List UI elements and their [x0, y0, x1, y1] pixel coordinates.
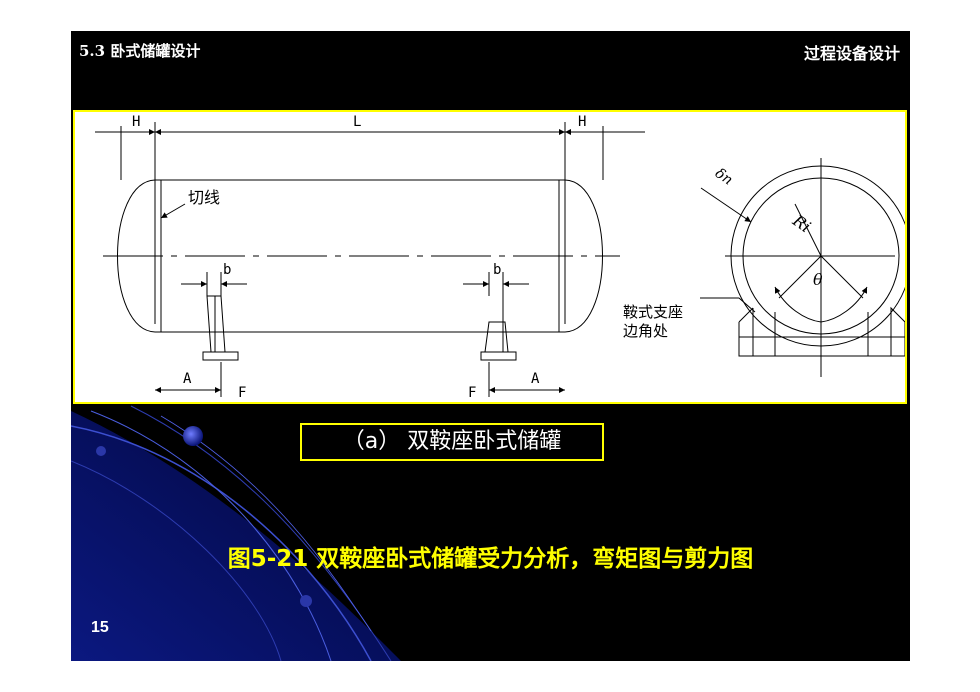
- tangent-line-label: 切线: [188, 188, 221, 207]
- dim-b-right: b: [493, 262, 502, 278]
- dim-f-left: F: [238, 385, 247, 401]
- subfigure-caption: （a） 双鞍座卧式储罐: [300, 423, 604, 461]
- dim-f-right: F: [468, 385, 477, 401]
- saddle-corner-label-1: 鞍式支座: [623, 303, 684, 321]
- theta-label: θ: [813, 270, 823, 289]
- dim-l: L: [353, 114, 362, 130]
- course-title: 过程设备设计: [803, 44, 900, 63]
- tank-drawing: [95, 122, 905, 397]
- dim-h-right: H: [578, 114, 587, 130]
- tank-drawing-panel: H L H 切线 b b A F F A δn Ri θ 鞍式支座 边角处: [73, 110, 907, 404]
- background-swirl-decoration: [71, 405, 401, 661]
- left-saddle: [202, 295, 239, 361]
- saddle-corner-label-2: 边角处: [623, 322, 669, 340]
- right-saddle: [480, 296, 517, 361]
- page-number: 15: [91, 619, 109, 636]
- figure-title: 图5-21 双鞍座卧式储罐受力分析，弯矩图与剪力图: [227, 546, 754, 572]
- section-title: 5.3 卧式储罐设计: [79, 42, 201, 60]
- dim-a-left: A: [183, 371, 192, 387]
- dim-a-right: A: [531, 371, 540, 387]
- dim-h-left: H: [132, 114, 141, 130]
- slide: 5.3 卧式储罐设计 过程设备设计: [71, 31, 910, 661]
- dim-b-left: b: [223, 262, 232, 278]
